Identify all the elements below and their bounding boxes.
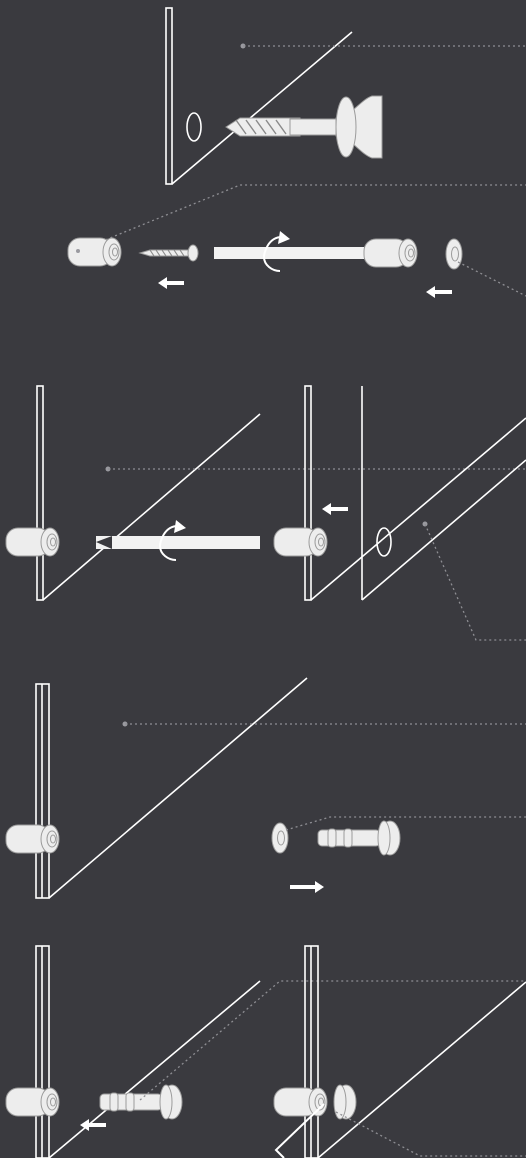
leader-line — [423, 522, 526, 641]
washer-icon — [446, 239, 462, 269]
standoff-base-icon — [6, 528, 59, 556]
standoff-base-icon — [364, 239, 417, 267]
screw-icon — [140, 245, 198, 261]
standoff-cap-icon — [100, 1085, 182, 1119]
drill-hole-icon — [187, 113, 201, 141]
leader-line — [78, 185, 526, 251]
step-2-parts — [68, 231, 526, 298]
leader-line — [286, 817, 526, 830]
screw-anchor-icon — [226, 96, 382, 158]
wall-panel-icon — [36, 946, 260, 1158]
step-4-washer-cap — [6, 678, 526, 898]
washer-icon — [272, 823, 288, 853]
standoff-base-icon — [274, 528, 327, 556]
arrow-right-icon — [290, 881, 324, 893]
glass-panel-icon — [362, 386, 526, 600]
arrow-left-icon — [158, 277, 184, 289]
screwdriver-icon — [96, 536, 260, 549]
arrow-left-icon — [322, 503, 348, 515]
wall-panel-icon — [36, 678, 307, 898]
standoff-cap-icon — [334, 1085, 356, 1119]
step-5-final-assembly — [6, 946, 526, 1158]
wall-panel-icon — [305, 386, 526, 600]
step-1-wall-anchor — [78, 8, 526, 251]
step-3-mount-base — [6, 386, 526, 640]
leader-line — [241, 44, 526, 49]
wall-panel-icon — [37, 386, 260, 600]
standoff-base-icon — [68, 238, 121, 266]
wall-panel-icon — [166, 8, 352, 184]
standoff-cap-icon — [318, 821, 400, 855]
wall-panel-icon — [305, 946, 526, 1158]
leader-line — [140, 981, 526, 1100]
leader-line — [458, 262, 526, 296]
arrow-left-icon — [426, 286, 452, 298]
leader-line — [123, 722, 526, 727]
standoff-base-icon — [274, 1088, 327, 1116]
standoff-base-icon — [6, 825, 59, 853]
standoff-base-icon — [6, 1088, 59, 1116]
